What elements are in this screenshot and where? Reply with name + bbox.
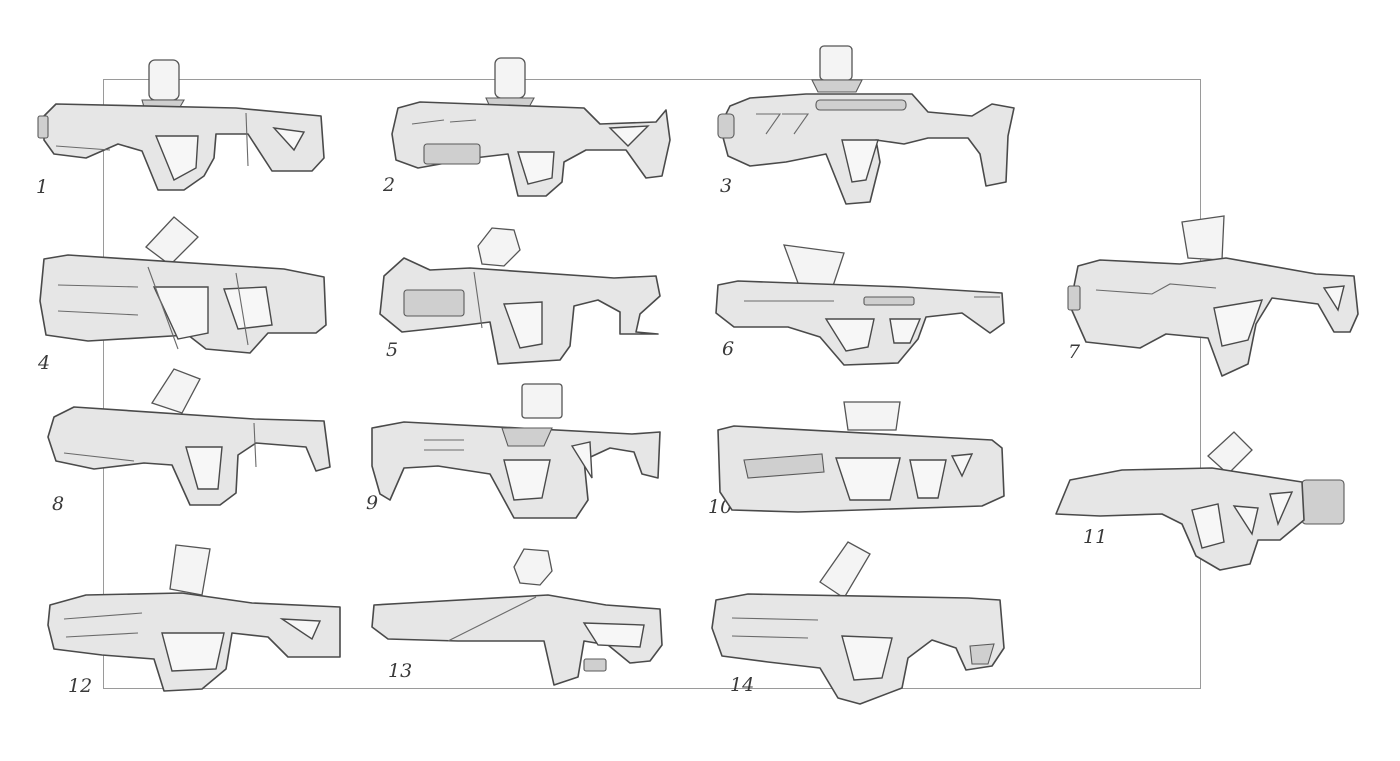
- sketch-label-3: 3: [720, 175, 733, 197]
- blaster-sketch-14: [711, 541, 1005, 705]
- sketch-label-6: 6: [722, 338, 735, 360]
- blaster-sketch-7: [1067, 215, 1359, 377]
- sketch-label-9: 9: [366, 492, 379, 514]
- blaster-sketch-6: [715, 244, 1005, 366]
- blaster-sketch-2: [391, 57, 671, 197]
- sheet-frame: [103, 79, 1201, 689]
- sketch-label-1: 1: [36, 176, 49, 198]
- sketch-label-12: 12: [68, 675, 93, 697]
- sketch-label-13: 13: [388, 660, 413, 682]
- blaster-sketch-10: [717, 401, 1005, 513]
- sketch-label-14: 14: [730, 674, 755, 696]
- blaster-sketch-4: [39, 216, 327, 354]
- blaster-sketch-1: [37, 59, 325, 191]
- blaster-sketch-8: [47, 368, 331, 506]
- blaster-sketch-9: [371, 383, 661, 519]
- blaster-sketch-11: [1055, 431, 1345, 571]
- blaster-sketch-5: [379, 227, 661, 365]
- sketch-label-4: 4: [38, 352, 51, 374]
- sketch-label-7: 7: [1068, 341, 1081, 363]
- sketch-label-8: 8: [52, 493, 65, 515]
- blaster-sketch-12: [47, 544, 341, 692]
- blaster-sketch-3: [717, 45, 1015, 205]
- sketch-label-11: 11: [1083, 526, 1108, 548]
- sketch-label-2: 2: [383, 174, 396, 196]
- blaster-sketch-13: [371, 548, 663, 686]
- sketch-label-5: 5: [386, 339, 399, 361]
